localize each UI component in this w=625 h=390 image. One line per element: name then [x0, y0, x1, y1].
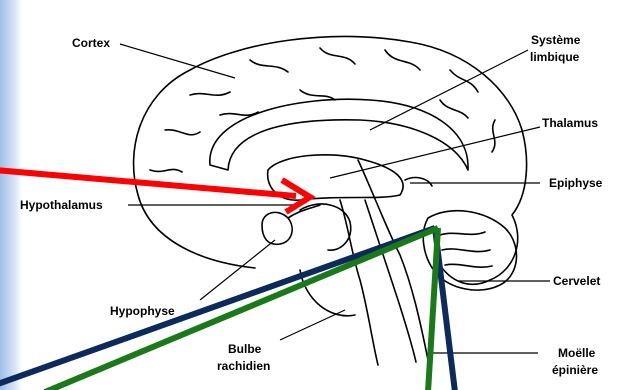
label-bulbe-1: Bulbe [228, 342, 262, 356]
gyri-lines [150, 48, 495, 172]
label-cortex: Cortex [72, 36, 110, 50]
epiphyse-shape [405, 178, 432, 186]
leader-bulbe [280, 310, 345, 340]
label-bulbe-2: rachidien [217, 359, 270, 373]
limbic-arc [210, 99, 468, 170]
cerebellum-folds [440, 232, 492, 267]
brainstem-outline [340, 200, 378, 365]
label-epiphyse: Epiphyse [549, 176, 603, 190]
pituitary-outline [262, 212, 292, 244]
label-systeme-limbique-2: limbique [530, 50, 580, 64]
label-moelle-2: épinière [552, 363, 598, 377]
leader-systeme-limbique [370, 50, 528, 130]
label-moelle-1: Moëlle [558, 346, 596, 360]
label-cervelet: Cervelet [553, 274, 600, 288]
optic-area [300, 204, 351, 250]
label-systeme-limbique-1: Système [531, 33, 581, 47]
label-hypothalamus: Hypothalamus [20, 198, 103, 212]
green-line-right [428, 228, 438, 390]
label-thalamus: Thalamus [542, 116, 598, 130]
leader-cortex [120, 44, 235, 78]
label-hypophyse: Hypophyse [110, 304, 175, 318]
leader-thalamus [330, 127, 540, 178]
